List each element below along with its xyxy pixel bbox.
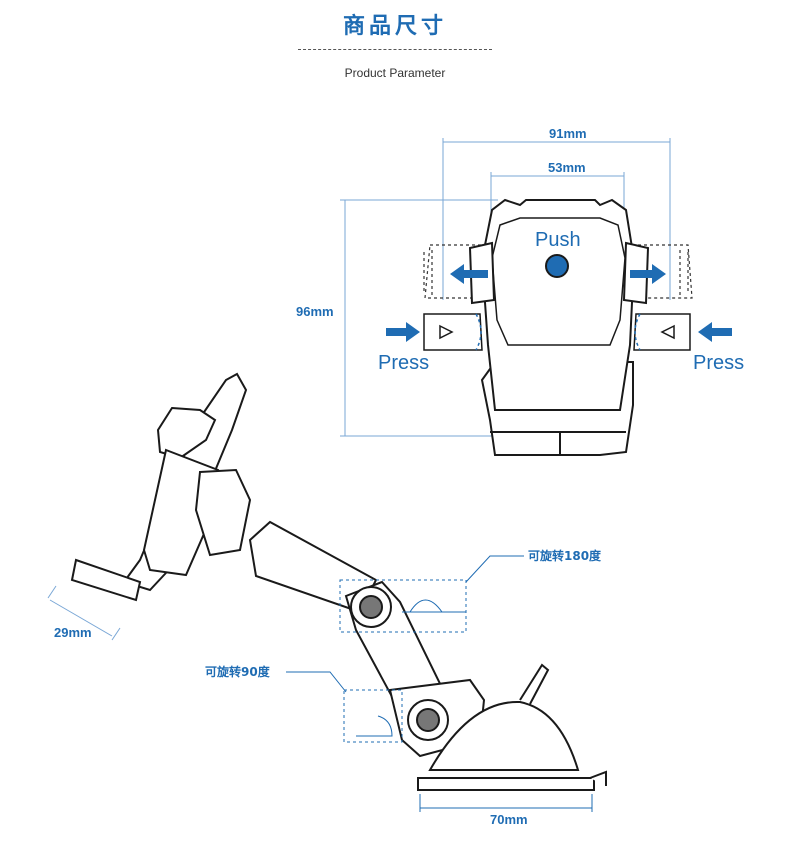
holder-side xyxy=(70,372,252,602)
press-tab-guides xyxy=(475,313,641,351)
dim-height: 96mm xyxy=(296,304,334,319)
side-view: 29mm xyxy=(47,372,607,827)
holder-body xyxy=(480,198,636,456)
press-right-label: Press xyxy=(693,352,744,374)
press-tabs xyxy=(423,313,691,351)
push-arrows xyxy=(450,264,666,284)
rotate-180-callout xyxy=(339,555,524,633)
suction-base xyxy=(417,663,607,791)
press-left-label: Press xyxy=(378,352,429,374)
rotate-90-callout xyxy=(286,671,403,743)
dim-clip-depth: 29mm xyxy=(54,625,92,640)
section-subtitle: Product Parameter xyxy=(344,66,446,80)
section-title: 商品尺寸 xyxy=(342,13,447,39)
dim-width-inner: 53mm xyxy=(548,160,586,175)
dimension-lines xyxy=(340,138,671,437)
clip-depth-dimension xyxy=(47,585,121,641)
title-divider xyxy=(298,49,492,50)
press-arrows xyxy=(386,322,732,342)
front-view: 91mm 53mm 96mm Push xyxy=(296,126,744,456)
rotate-180-label: 可旋转180度 xyxy=(528,548,602,563)
pivot-joints xyxy=(350,586,449,741)
rotate-90-label: 可旋转90度 xyxy=(205,664,271,679)
dim-base-width: 70mm xyxy=(490,812,528,827)
push-button-icon xyxy=(545,254,569,278)
base-width-dimension xyxy=(419,794,593,812)
push-label: Push xyxy=(535,229,581,251)
dim-width-total: 91mm xyxy=(549,126,587,141)
